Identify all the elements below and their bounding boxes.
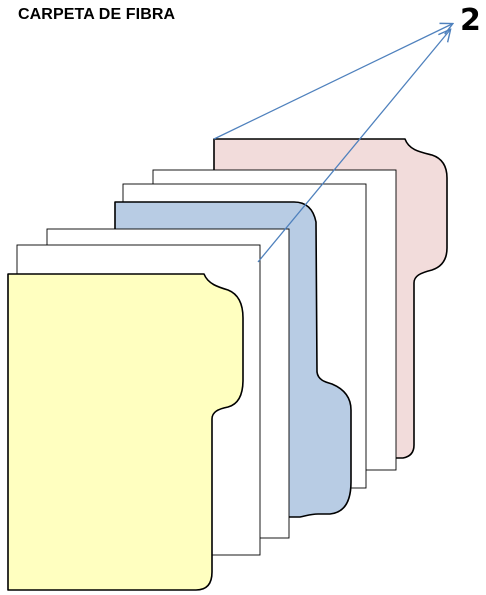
yellow-folder <box>8 274 243 590</box>
arrow-from-pink-folder <box>214 24 452 139</box>
